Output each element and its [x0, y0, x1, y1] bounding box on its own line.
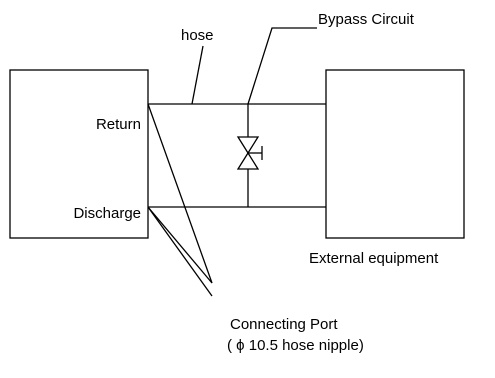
bypass-valve-icon [236, 136, 263, 170]
discharge-label: Discharge [73, 205, 141, 222]
port-leader-discharge-2 [147, 206, 213, 297]
bypass-circuit-label: Bypass Circuit [318, 11, 415, 28]
port-leader-discharge-1 [147, 206, 213, 284]
bypass-leader-line [247, 27, 317, 105]
hose-leader-line [191, 45, 204, 105]
external-equipment-box [325, 69, 465, 239]
hose-nipple-label: ( ϕ 10.5 hose nipple) [227, 337, 364, 354]
port-leader-return [147, 103, 213, 284]
return-label: Return [96, 116, 141, 133]
hose-label: hose [181, 27, 214, 44]
left-unit-box [9, 69, 149, 239]
connecting-port-label: Connecting Port [230, 316, 338, 333]
external-equipment-label: External equipment [309, 250, 439, 267]
